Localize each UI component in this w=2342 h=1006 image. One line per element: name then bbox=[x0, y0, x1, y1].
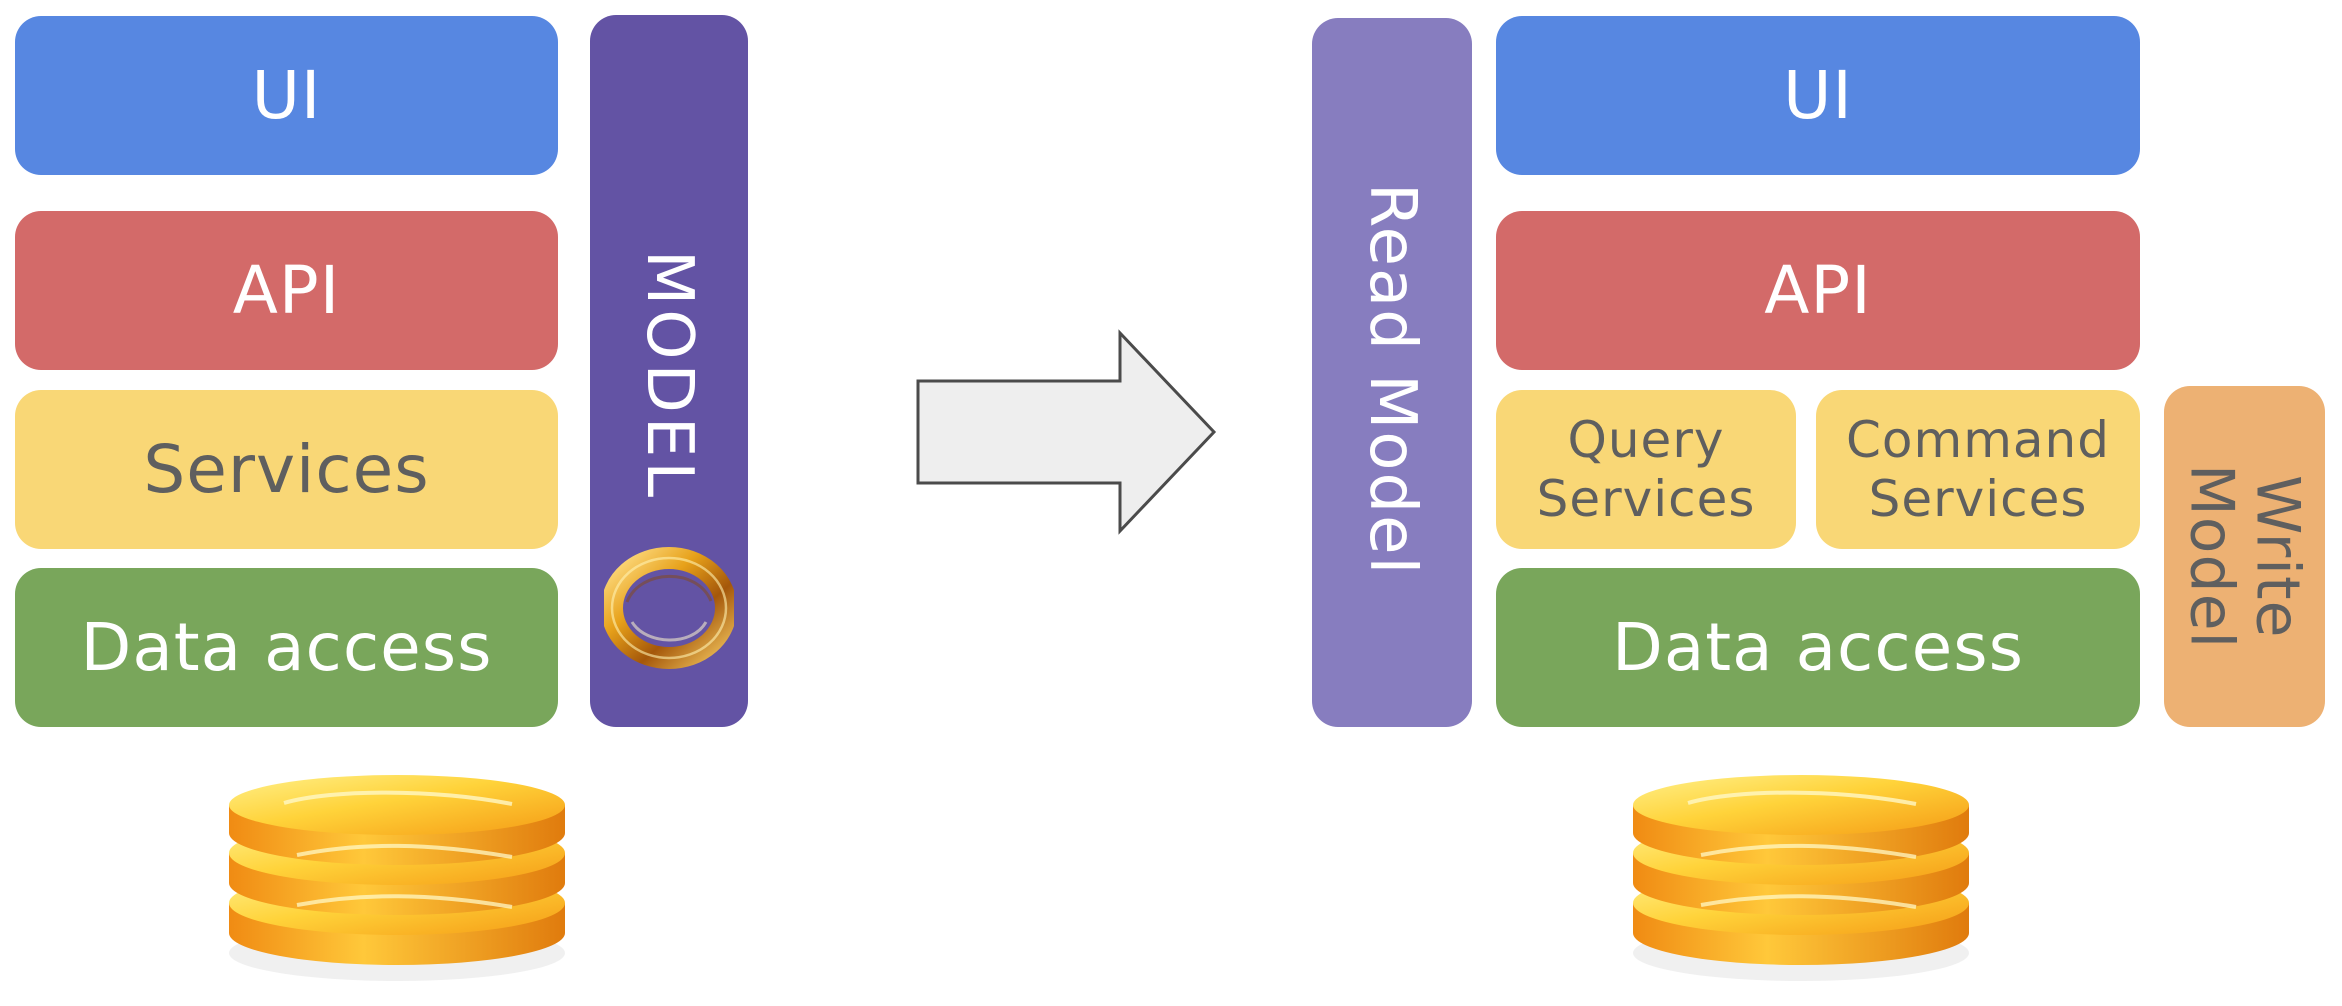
write-model-line1: Write bbox=[2242, 474, 2313, 639]
left-services-label: Services bbox=[143, 430, 430, 508]
query-services-line1: Query bbox=[1567, 410, 1725, 469]
right-data-access-label: Data access bbox=[1612, 608, 2024, 686]
left-data-access-layer: Data access bbox=[15, 568, 558, 727]
command-services-line2: Services bbox=[1868, 469, 2088, 528]
ring-icon bbox=[601, 547, 737, 672]
read-model-column: Read Model bbox=[1312, 18, 1472, 727]
left-ui-layer: UI bbox=[15, 16, 558, 175]
write-model-column: Write Model bbox=[2164, 386, 2325, 727]
command-services-line1: Command bbox=[1846, 410, 2110, 469]
left-services-layer: Services bbox=[15, 390, 558, 549]
right-api-label: API bbox=[1764, 251, 1872, 329]
command-services-layer: Command Services bbox=[1816, 390, 2140, 549]
write-model-label: Write Model bbox=[2176, 463, 2313, 650]
left-model-label: MODEL bbox=[632, 250, 706, 501]
write-model-line2: Model bbox=[2176, 463, 2247, 650]
right-arrow-icon bbox=[912, 328, 1222, 536]
right-ui-label: UI bbox=[1783, 56, 1853, 134]
database-icon bbox=[1616, 775, 1986, 985]
right-ui-layer: UI bbox=[1496, 16, 2140, 175]
left-ui-label: UI bbox=[251, 56, 322, 134]
read-model-label: Read Model bbox=[1355, 183, 1429, 577]
database-icon bbox=[212, 775, 582, 985]
right-api-layer: API bbox=[1496, 211, 2140, 370]
left-api-layer: API bbox=[15, 211, 558, 370]
left-data-access-label: Data access bbox=[80, 608, 493, 686]
right-data-access-layer: Data access bbox=[1496, 568, 2140, 727]
left-api-label: API bbox=[232, 251, 341, 329]
query-services-layer: Query Services bbox=[1496, 390, 1796, 549]
query-services-line2: Services bbox=[1536, 469, 1756, 528]
